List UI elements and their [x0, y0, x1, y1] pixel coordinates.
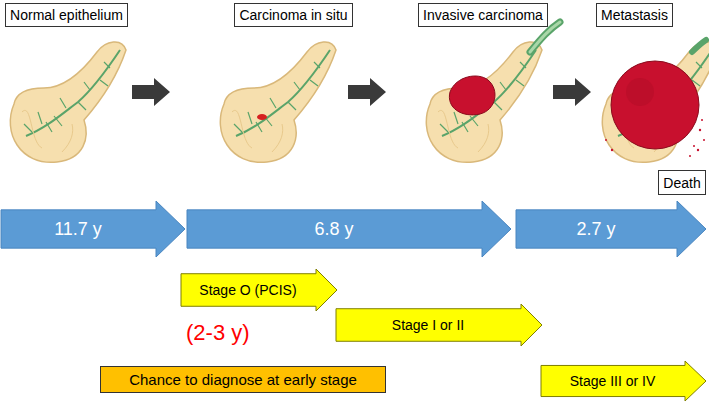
arrow-outline: [541, 361, 706, 401]
node-text: Stage O (PCIS): [199, 282, 296, 298]
node-text: Stage III or IV: [570, 373, 656, 389]
node-text: Death: [663, 175, 700, 191]
node-text: Chance to diagnose at early stage: [129, 371, 357, 388]
label-box: Invasive carcinoma: [418, 3, 548, 27]
label-box: Metastasis: [596, 3, 673, 27]
timeline-arrow: 11.7 y: [0, 200, 186, 258]
arrow-outline: [187, 201, 511, 257]
timeline-arrow: Stage O (PCIS): [180, 268, 338, 312]
node-text: Metastasis: [601, 7, 668, 23]
node-text: Carcinoma in situ: [239, 7, 347, 23]
label-box: Normal epithelium: [5, 3, 128, 27]
node-text: 11.7 y: [54, 219, 102, 240]
arrow-outline: [181, 269, 337, 311]
node-text: Normal epithelium: [10, 7, 123, 23]
duration-note: (2-3 y): [186, 320, 250, 346]
note-box: Chance to diagnose at early stage: [100, 366, 386, 393]
node-text: Invasive carcinoma: [423, 7, 543, 23]
node-text: Stage I or II: [392, 317, 464, 333]
node-text: 6.8 y: [314, 219, 353, 240]
label-box: Death: [658, 170, 706, 195]
arrow-outline: [336, 304, 542, 346]
timeline-arrow: Stage III or IV: [540, 360, 707, 402]
timeline-arrow: 2.7 y: [515, 200, 707, 258]
node-text: 2.7 y: [576, 219, 615, 240]
label-box: Carcinoma in situ: [234, 3, 353, 27]
arrow-outline: [516, 201, 706, 257]
arrow-outline: [1, 201, 185, 257]
timeline-arrow: 6.8 y: [186, 200, 512, 258]
timeline-arrow: Stage I or II: [335, 303, 543, 347]
